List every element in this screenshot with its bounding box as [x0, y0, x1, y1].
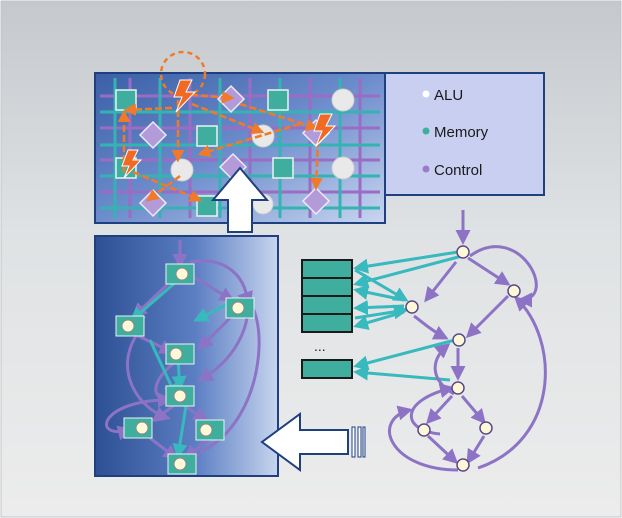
memory-bank: [301, 277, 353, 297]
dataflow-node: [417, 423, 431, 437]
fabric-control-cell: [301, 186, 331, 216]
memory-bank: [301, 359, 353, 379]
fabric-alu-cell: [251, 124, 275, 148]
memory-bank: [301, 259, 353, 279]
hollow-arrow-left-icon: [260, 412, 366, 472]
legend-label-alu: ALU: [434, 87, 463, 104]
mapped-nodes: [115, 263, 255, 475]
legend-label-control: Control: [434, 162, 482, 179]
mapped-node: [115, 315, 145, 337]
dataflow-node: [456, 458, 470, 472]
legend-label-memory: Memory: [434, 124, 489, 141]
mapped-node: [165, 343, 195, 365]
dataflow-node: [479, 421, 493, 435]
dataflow-node: [507, 284, 521, 298]
dashed-circle-highlight: [159, 50, 207, 98]
fabric-alu-cell: [331, 88, 355, 112]
fabric-alu-cell: [331, 156, 355, 180]
legend-item-control: Control: [422, 162, 482, 179]
mapped-graph-panel: [94, 235, 279, 477]
legend: ALU Memory Control: [384, 72, 545, 196]
mapped-node: [167, 453, 197, 475]
memory-bank: [301, 295, 353, 315]
legend-item-alu: ALU: [422, 87, 463, 104]
dataflow-control-edges: [388, 210, 547, 472]
legend-item-memory: Memory: [422, 124, 489, 141]
fabric-alu-cell: [170, 158, 194, 182]
dataflow-nodes: [405, 245, 521, 472]
dataflow-node: [451, 381, 465, 395]
fabric-control-cell: [138, 120, 168, 150]
dataflow-node: [452, 333, 466, 347]
fabric-flow-arrows: [117, 90, 323, 202]
memory-stack: ...: [301, 259, 353, 379]
mapped-node: [123, 417, 153, 439]
mapped-node: [195, 419, 225, 441]
memory-stack-ellipsis: ...: [314, 338, 326, 354]
dataflow-data-edges: [353, 250, 463, 382]
mapped-node: [165, 263, 195, 285]
dataflow-node: [405, 300, 419, 314]
dataflow-node: [456, 245, 470, 259]
memory-bank: [301, 313, 353, 333]
fabric-memory-cell: [272, 157, 294, 179]
fabric-memory-cell: [267, 89, 289, 111]
mapped-node: [165, 385, 195, 407]
mapped-node: [225, 297, 255, 319]
dataflow-graph: [353, 210, 547, 472]
fabric-memory-cell: [196, 125, 218, 147]
lightning-bolt-icon: [121, 79, 337, 179]
fabric-memory-cell: [115, 89, 137, 111]
